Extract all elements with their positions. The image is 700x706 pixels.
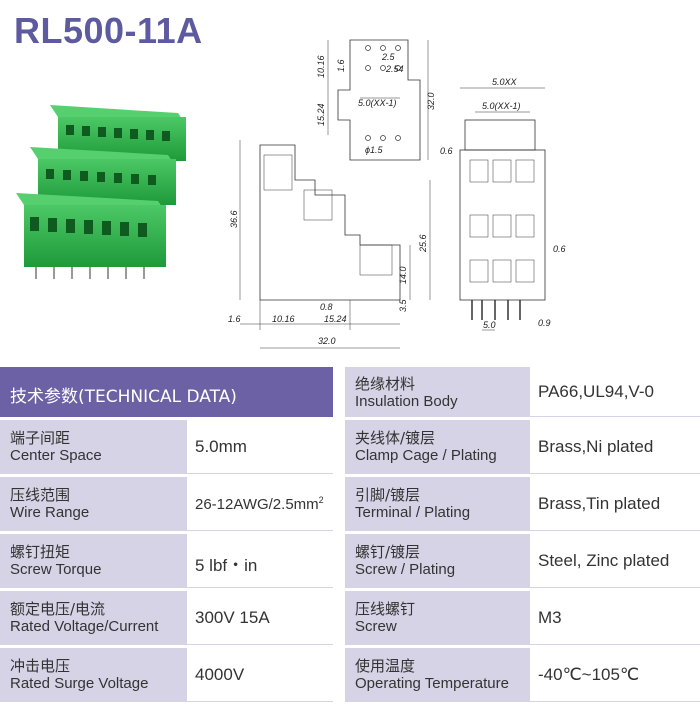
spec-label: 冲击电压 Rated Surge Voltage (0, 648, 187, 702)
dim-0-8: 0.8 (320, 302, 333, 312)
spec-label: 压线螺钉 Screw (345, 591, 530, 645)
dim-1-6-top: 1.6 (336, 59, 346, 72)
spec-value: PA66,UL94,V-0 (530, 367, 700, 417)
dim-0-6-right: 0.6 (553, 244, 566, 254)
dim-32-0-bottom: 32.0 (318, 336, 336, 346)
spec-label: 压线范围 Wire Range (0, 477, 187, 531)
dim-5-0xx: 5.0XX (492, 77, 518, 87)
dim-0-6-left: 0.6 (440, 146, 453, 156)
spec-value: -40℃~105℃ (530, 648, 700, 702)
spec-value: 26-12AWG/2.5mm2 (187, 477, 333, 531)
dim-10-16: 10.16 (316, 55, 326, 78)
spec-value: Steel, Zinc plated (530, 534, 700, 588)
product-title: RL500-11A (14, 10, 203, 51)
spec-label: 螺钉扭矩 Screw Torque (0, 534, 187, 588)
dim-3-5: 3.5 (398, 298, 408, 312)
spec-value: Brass,Ni plated (530, 420, 700, 474)
dim-phi-1-5: ϕ1.5 (365, 145, 384, 155)
footprint-view: 10.16 1.6 2.5 2.54 15.24 32.0 5.0(XX-1) … (316, 39, 436, 161)
spec-label: 螺钉/镀层 Screw / Plating (345, 534, 530, 588)
table-header-label: 技术参数(TECHNICAL DATA) (10, 387, 237, 407)
spec-label: 端子间距 Center Space (0, 420, 187, 474)
spec-label: 使用温度 Operating Temperature (345, 648, 530, 702)
spec-label: 额定电压/电流 Rated Voltage/Current (0, 591, 187, 645)
dim-32-0-v: 32.0 (426, 92, 436, 110)
dim-1-6-bottom: 1.6 (228, 314, 241, 324)
dim-5-0-xx1-top: 5.0(XX-1) (358, 98, 397, 108)
spec-value: 300V 15A (187, 591, 333, 645)
dim-15-24-bottom: 15.24 (324, 314, 347, 324)
dim-14-0: 14.0 (398, 266, 408, 284)
spec-table: 技术参数(TECHNICAL DATA) 端子间距 Center Space 5… (0, 367, 700, 706)
technical-drawing: 10.16 1.6 2.5 2.54 15.24 32.0 5.0(XX-1) … (228, 39, 566, 349)
dim-2-54: 2.54 (385, 64, 404, 74)
side-view: 36.6 25.6 14.0 3.5 0.8 1.6 10.16 15.24 3… (228, 140, 431, 349)
dim-2-5: 2.5 (381, 52, 396, 62)
dim-5-0: 5.0 (483, 320, 496, 330)
dim-36-6: 36.6 (229, 210, 239, 228)
spec-value: 5.0mm (187, 420, 333, 474)
dim-0-9: 0.9 (538, 318, 551, 328)
spec-label: 绝缘材料 Insulation Body (345, 367, 530, 417)
product-photo (16, 105, 186, 279)
dim-5-0-xx1-right: 5.0(XX-1) (482, 101, 521, 111)
dim-25-6: 25.6 (418, 234, 428, 253)
spec-label: 引脚/镀层 Terminal / Plating (345, 477, 530, 531)
spec-value: 4000V (187, 648, 333, 702)
table-header: 技术参数(TECHNICAL DATA) (0, 367, 333, 417)
spec-value: Brass,Tin plated (530, 477, 700, 531)
dim-10-16-bottom: 10.16 (272, 314, 295, 324)
spec-value: 5 lbf・in (187, 534, 333, 588)
spec-label: 夹线体/镀层 Clamp Cage / Plating (345, 420, 530, 474)
dim-15-24-v: 15.24 (316, 103, 326, 126)
spec-value: M3 (530, 591, 700, 645)
front-view: 5.0XX 5.0(XX-1) 0.6 0.6 5.0 0.9 (440, 77, 566, 331)
